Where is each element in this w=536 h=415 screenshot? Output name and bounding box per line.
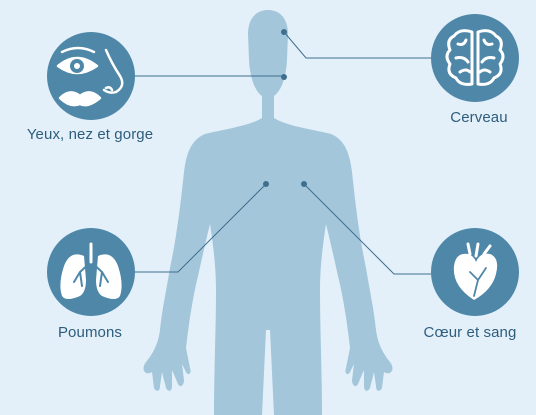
organ-badge-eyes (47, 32, 135, 120)
anchor-dot-brain (281, 29, 287, 35)
anchor-dot-lungs (263, 181, 269, 187)
label-brain: Cerveau (424, 109, 534, 126)
organ-badge-heart (431, 228, 519, 316)
anchor-dot-eyes (281, 74, 287, 80)
human-silhouette (144, 10, 393, 415)
label-lungs: Poumons (30, 324, 150, 341)
organ-badge-brain (431, 14, 519, 102)
organ-badge-lungs (47, 228, 135, 316)
label-eyes-nose-throat: Yeux, nez et gorge (0, 126, 180, 143)
anchor-dot-heart (301, 181, 307, 187)
connector-brain (284, 32, 432, 58)
label-heart-blood: Cœur et sang (404, 324, 536, 341)
